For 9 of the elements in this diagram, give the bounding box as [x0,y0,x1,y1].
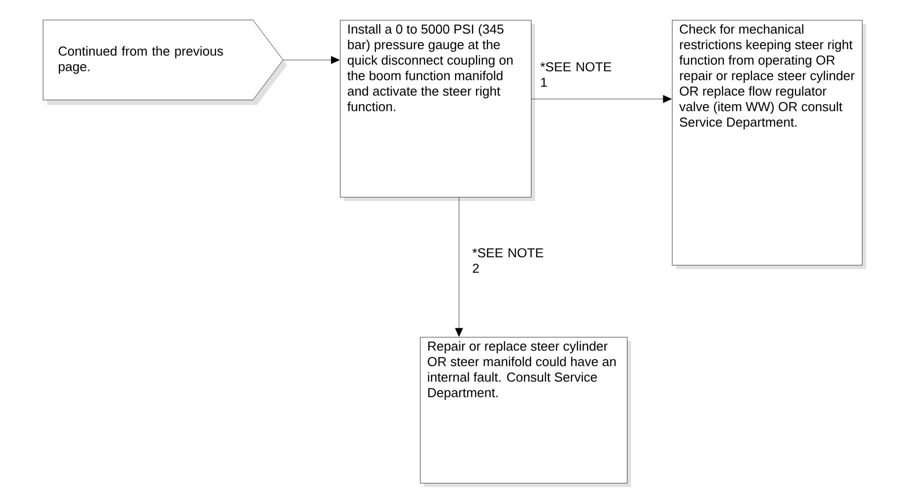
process-box: Repair or replace steer cylinder OR steer manifold could have an internal fault. Consult Service Department. [420,337,631,487]
arrow [283,56,340,64]
edge-label: *SEE NOTE 1 [540,62,612,87]
process-box: Check for mechanical restrictions keeping steer right function from operating OR repair or replace steer cylinder OR replace flow regulator valve (item WW) OR consult Service Department. [672,20,866,269]
arrow-shaped-box: Continued from the previous page. [42,20,288,105]
edge-label: *SEE NOTE 2 [472,248,544,273]
process-box: Install a 0 to 5000 PSI (345 bar) pressure gauge at the quick disconnect coupling on the boom function manifold and activate the steer right function. [340,20,535,201]
arrow [531,95,672,103]
arrow [455,197,463,337]
